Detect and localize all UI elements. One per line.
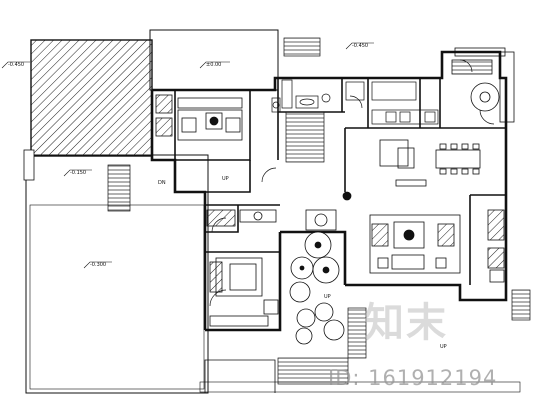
plan-label: UP — [440, 344, 447, 350]
exterior-walls — [150, 50, 508, 332]
living-room-set — [305, 179, 461, 274]
plan-label: UP — [222, 176, 229, 182]
garden-trees — [289, 231, 345, 345]
level-markers — [1, 42, 374, 269]
roof-hatched-area — [23, 29, 279, 181]
plan-label: -0.150 — [70, 170, 86, 176]
site-outline — [25, 154, 521, 394]
door-swings — [209, 59, 495, 307]
interior-walls — [174, 78, 506, 285]
furniture-top-left-living — [155, 94, 243, 141]
plan-label: ±0.00 — [206, 62, 221, 68]
plan-label: -0.300 — [90, 262, 106, 268]
plan-label: DN — [158, 180, 166, 186]
plan-label: -0.450 — [8, 62, 24, 68]
right-side-room — [487, 209, 505, 283]
bedroom-furniture — [206, 209, 279, 327]
plan-label: UP — [324, 294, 331, 300]
level-labels: ±0.00 -0.450 -0.450 -0.150 -0.300 DN UP … — [8, 43, 447, 350]
watermark-id: ID: 161912194 — [328, 366, 498, 390]
watermark-logo: 知末 — [364, 300, 448, 346]
fixtures-upper-baths — [271, 79, 417, 113]
upper-right-terrace — [454, 47, 515, 123]
dining-set — [379, 59, 500, 175]
stairs — [107, 37, 531, 385]
kitchen-counter — [371, 109, 439, 125]
plan-label: -0.450 — [352, 43, 368, 49]
